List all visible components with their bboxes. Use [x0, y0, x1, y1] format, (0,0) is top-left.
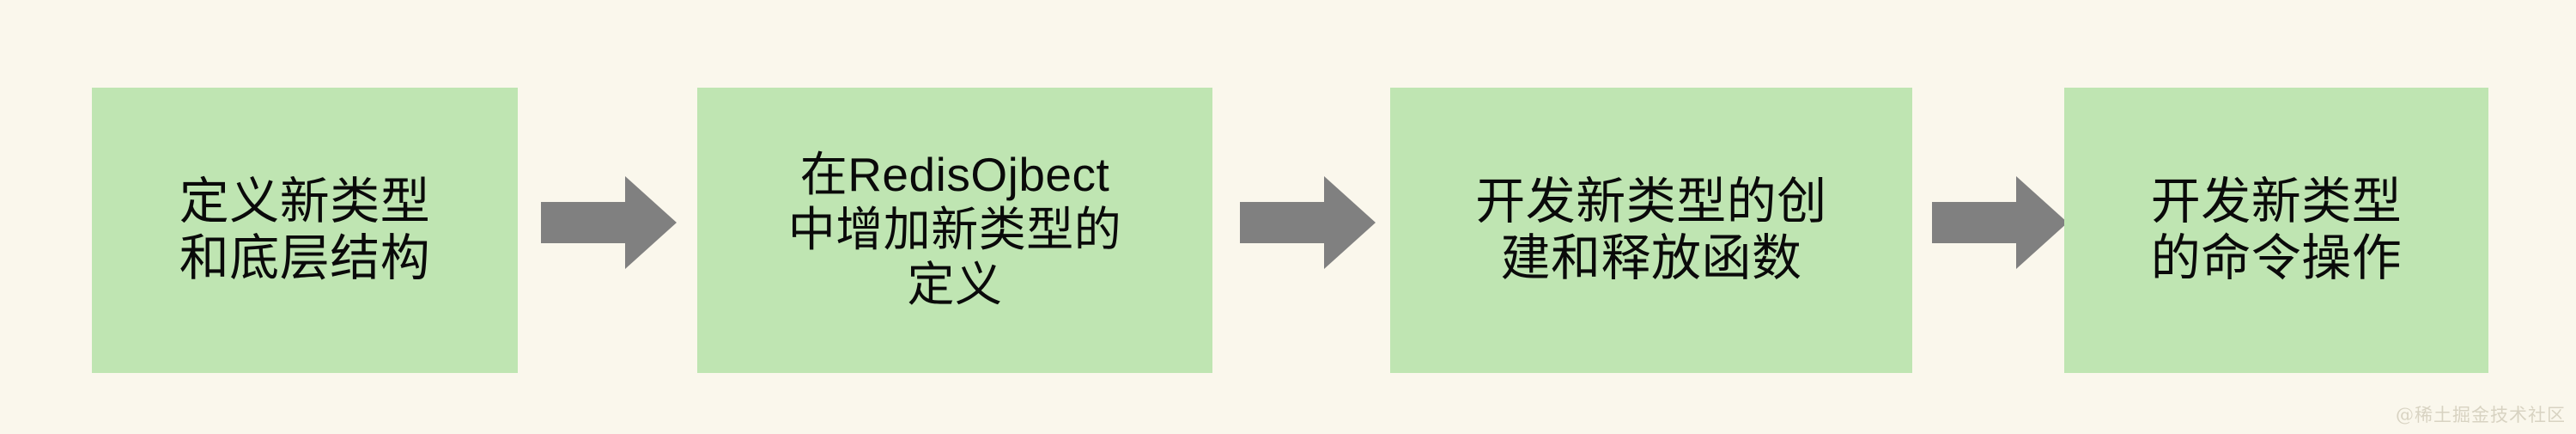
flow-step-box-3[interactable]: 开发新类型的创 建和释放函数	[1390, 88, 1912, 373]
right-arrow-icon-2	[1240, 174, 1376, 271]
flow-step-box-4[interactable]: 开发新类型 的命令操作	[2064, 88, 2488, 373]
flow-step-label-1: 定义新类型 和底层结构	[179, 173, 431, 286]
flow-step-label-2: 在RedisOjbect 中增加新类型的 定义	[787, 148, 1122, 311]
right-arrow-icon-1	[541, 174, 677, 271]
flow-step-box-2[interactable]: 在RedisOjbect 中增加新类型的 定义	[697, 88, 1212, 373]
flow-step-label-4: 开发新类型 的命令操作	[2150, 173, 2403, 286]
flow-step-label-3: 开发新类型的创 建和释放函数	[1475, 173, 1827, 286]
flow-step-box-1[interactable]: 定义新类型 和底层结构	[92, 88, 518, 373]
right-arrow-icon-3	[1932, 174, 2068, 271]
watermark-label: @稀土掘金技术社区	[2396, 405, 2566, 425]
